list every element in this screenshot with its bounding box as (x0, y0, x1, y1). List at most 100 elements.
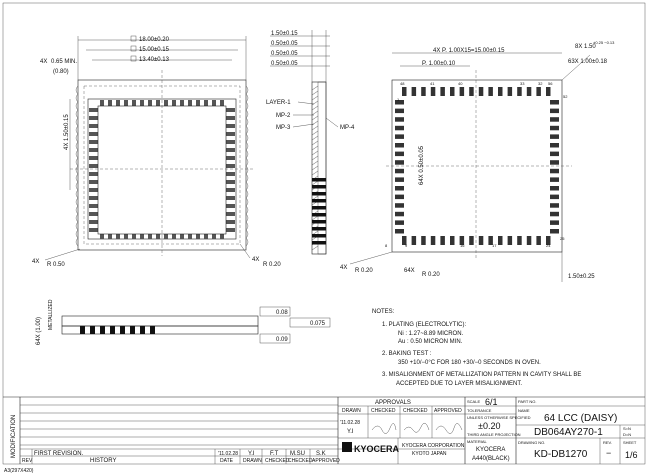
cavity-pad (89, 204, 98, 208)
side-pad (80, 326, 85, 334)
hatch-line (311, 105, 319, 111)
part-no-label: PART NO. (518, 399, 536, 404)
cavity-pad (226, 164, 235, 168)
rev-label: REV. (603, 440, 612, 445)
side-view: 64X (1.00) METALLIZED 0.08 0.075 0.09 (36, 299, 331, 345)
leader (239, 243, 251, 259)
bottom-pad (550, 168, 559, 174)
cavity-pad (89, 172, 98, 176)
bottom-pad (550, 186, 559, 191)
cavity-pad (226, 220, 235, 224)
cavity-pad (172, 234, 176, 239)
section-pad (312, 192, 326, 196)
sheet-value: 1/6 (625, 450, 638, 460)
section-view: 1.50±0.15 0.50±0.05 0.50±0.05 0.50±0.05 … (266, 30, 355, 255)
radius-a: R 0.20 (355, 268, 373, 274)
history-col: HISTORY (90, 458, 116, 464)
cavity-pad (180, 100, 184, 106)
kyocera-logo: KYOCERA (354, 444, 400, 454)
side-pad (150, 326, 155, 334)
note-3: 3. MISALIGNMENT OF METALLIZATION PATTERN… (382, 372, 581, 378)
cavity-pad (226, 116, 235, 120)
bottom-pad (478, 87, 484, 96)
dim-inner: 13.40±0.13 (139, 57, 170, 63)
cavity-pad (204, 100, 208, 106)
checked-col: CHECKED (265, 458, 290, 464)
cavity-pad (89, 180, 98, 184)
flatness-3: 0.09 (276, 337, 288, 343)
bottom-pad (395, 168, 404, 174)
hatch-line (311, 150, 319, 156)
drawn-label: DRAWN (342, 408, 361, 414)
company-name: KYOCERA CORPORATION (402, 443, 465, 449)
sheet-size: A3(297X420) (4, 468, 34, 474)
bottom-pad (536, 87, 541, 96)
cavity-pad (124, 100, 128, 106)
cavity-pad (132, 234, 136, 239)
bottom-pad (469, 87, 474, 96)
castellation (75, 197, 79, 207)
castellation (245, 149, 249, 159)
bottom-pad (498, 236, 503, 245)
castellation (75, 181, 79, 191)
castellation (75, 109, 79, 119)
size-s: S=N (623, 426, 631, 431)
metallized-label: METALLIZED (48, 299, 54, 330)
cavity-pad (204, 234, 208, 239)
bottom-pad (550, 229, 559, 234)
bottom-pad (546, 87, 551, 96)
cavity-pad (180, 234, 184, 239)
hatch-line (311, 110, 319, 116)
leader (292, 123, 315, 128)
sec-dim-2: 0.50±0.05 (271, 41, 298, 47)
pin-1: 1 (397, 97, 400, 102)
bottom-pad (395, 125, 404, 131)
pad-width: 64X 0.50±0.05 (419, 145, 425, 185)
leader (325, 117, 339, 128)
cavity-pad (226, 180, 235, 184)
bottom-pad (488, 87, 493, 96)
flatness-1: 0.08 (276, 310, 288, 316)
name-label: NAME (518, 408, 530, 413)
radius-b-prefix: 64X (404, 268, 415, 274)
mp2-label: MP-2 (276, 113, 291, 119)
cavity-pad (89, 228, 98, 232)
hatch-line (311, 125, 319, 131)
section-hatch (311, 85, 319, 251)
sec-dim-1: 1.50±0.15 (271, 31, 298, 37)
side-pad (90, 326, 95, 334)
bottom-pad (550, 220, 559, 225)
hatch-line (311, 130, 319, 136)
pin-40: 40 (458, 81, 463, 86)
drawing-no-label: DRAWING NO. (518, 440, 545, 445)
tolerance-value: ±0.20 (478, 421, 500, 431)
size-d: D=N (623, 432, 631, 437)
rev-checked2: M.SU (290, 451, 305, 457)
bottom-pad (395, 203, 404, 208)
flatness-frame (259, 306, 291, 317)
dim-mid: 15.00±0.15 (139, 47, 170, 53)
castellation (75, 165, 79, 175)
castellation (75, 221, 79, 231)
bottom-pad (395, 220, 404, 225)
bottom-pad (430, 236, 436, 245)
cavity-pad (108, 100, 112, 106)
drawn-col: DRAWN (243, 458, 262, 464)
castellation (245, 101, 249, 111)
bottom-pad (536, 236, 541, 245)
cavity-pad (188, 234, 192, 239)
castellation (75, 101, 79, 111)
bottom-pad (395, 194, 404, 200)
castellation (245, 125, 249, 135)
sq-symbol (130, 55, 137, 62)
cavity-pad (108, 234, 112, 239)
bottom-pad (517, 87, 522, 96)
sheet-border (2, 2, 646, 465)
dim-080: (0.80) (53, 69, 69, 75)
section-pad (312, 234, 326, 238)
bottom-pad (469, 236, 474, 245)
rev-value: − (606, 448, 611, 458)
castellation (245, 85, 249, 95)
pin-32: 32 (538, 81, 543, 86)
side-pad (100, 326, 105, 334)
